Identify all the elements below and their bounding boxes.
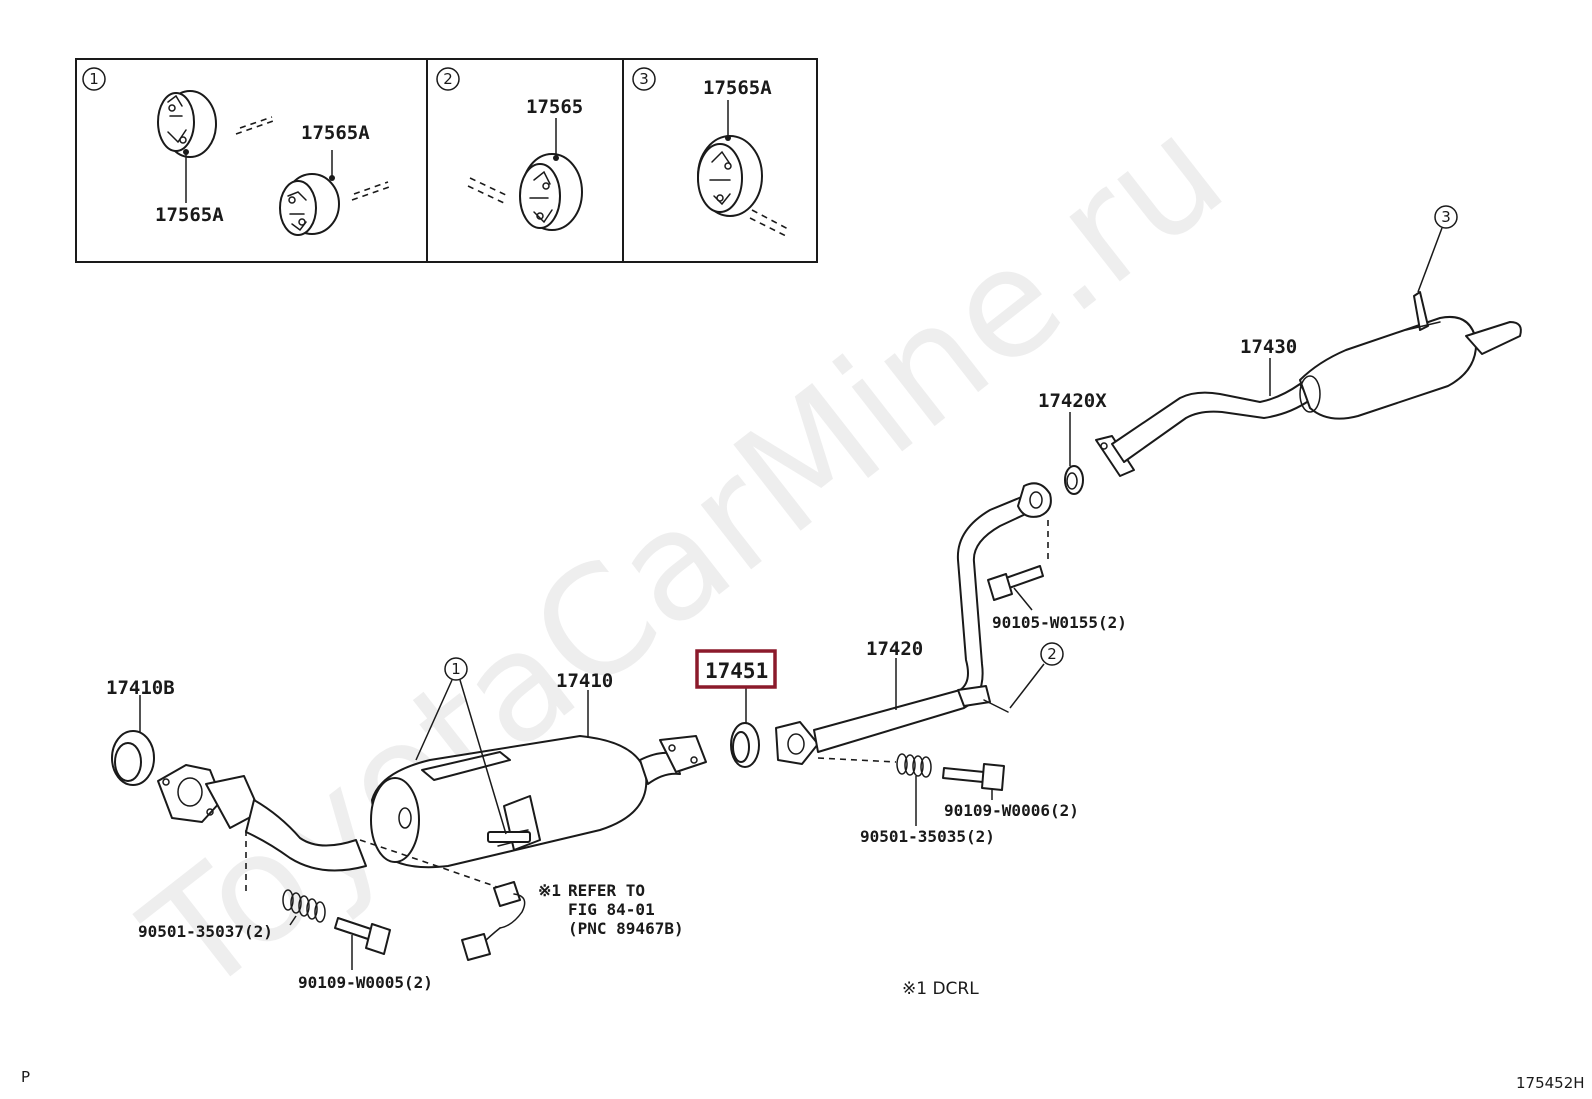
- label-17420X: 17420X: [1038, 390, 1107, 412]
- gasket-17451: [730, 688, 760, 768]
- label-17565A-b: 17565A: [301, 122, 370, 144]
- hanger-icon: [519, 153, 583, 231]
- label-17565A-c: 17565A: [703, 77, 772, 99]
- label-17420: 17420: [866, 638, 923, 660]
- hanger-icon: [697, 135, 763, 217]
- oxygen-sensor-icon: [461, 881, 526, 961]
- label-17565A-a: 17565A: [155, 204, 224, 226]
- inset-panel-2: 2 17565: [436, 67, 583, 231]
- marker-3: 3: [1441, 208, 1451, 226]
- label-90109-W0006: 90109-W0006(2): [944, 801, 1079, 820]
- label-17565: 17565: [526, 96, 583, 118]
- label-90109-W0005: 90109-W0005(2): [298, 973, 433, 992]
- gasket-17410B: [111, 695, 155, 786]
- inset-marker-1: 1: [89, 70, 99, 88]
- bolt-icon: [334, 917, 391, 955]
- inset-marker-3: 3: [639, 70, 649, 88]
- bolt-icon: [942, 763, 1005, 791]
- label-90501-35037: 90501-35037(2): [138, 922, 273, 941]
- inset-marker-2: 2: [443, 70, 453, 88]
- gasket-17420X: [1064, 465, 1084, 495]
- spring-icon: [282, 889, 326, 923]
- label-90105-W0155: 90105-W0155(2): [992, 613, 1127, 632]
- front-pipe-17410: [157, 735, 707, 872]
- tail-pipe-17430: [1095, 291, 1522, 477]
- spring-icon: [896, 753, 932, 778]
- center-pipe-17420: [775, 482, 1052, 765]
- refer-line1: REFER TO: [568, 881, 645, 900]
- hanger-icon: [157, 90, 217, 158]
- inset-box: 1 17565A 17565: [75, 58, 818, 263]
- inset-panel-1: 1 17565A 17565: [82, 67, 393, 236]
- inset-panel-3: 3 17565A: [632, 67, 791, 237]
- label-17410B: 17410B: [106, 677, 175, 699]
- marker-1: 1: [451, 660, 461, 678]
- label-17451: 17451: [705, 659, 768, 683]
- hanger-icon: [279, 173, 340, 236]
- refer-line2: FIG 84-01: [568, 900, 655, 919]
- footnote: ※1 DCRL: [902, 979, 979, 999]
- refer-line3: (PNC 89467B): [568, 919, 684, 938]
- highlight-box: [695, 649, 777, 689]
- refer-mark: ※1: [538, 881, 561, 900]
- label-90501-35035: 90501-35035(2): [860, 827, 995, 846]
- marker-2: 2: [1047, 645, 1057, 663]
- bolt-icon: [987, 565, 1044, 601]
- label-17430: 17430: [1240, 336, 1297, 358]
- corner-left: P: [21, 1068, 30, 1086]
- corner-right: 175452H: [1516, 1074, 1585, 1092]
- label-17410: 17410: [556, 670, 613, 692]
